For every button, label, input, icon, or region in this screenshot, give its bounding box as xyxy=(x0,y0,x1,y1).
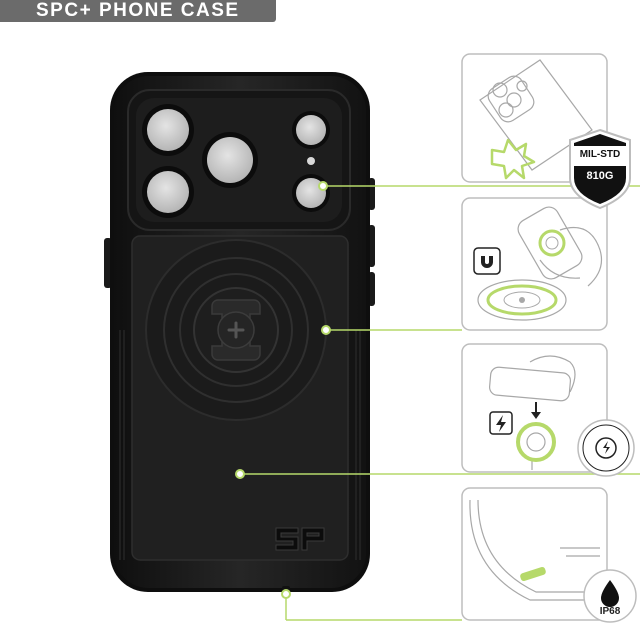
brand-logo xyxy=(275,527,325,551)
page-title: SPC+ PHONE CASE xyxy=(36,0,240,21)
panel-magnetic xyxy=(461,197,608,331)
magnet-icon xyxy=(481,256,493,268)
magsafe-badge xyxy=(577,419,635,477)
panel-magsafe xyxy=(461,343,608,473)
mil-std-sub-label: 810G xyxy=(586,170,614,182)
ip68-badge xyxy=(583,569,637,623)
water-drop-icon xyxy=(601,580,619,607)
shield-icon xyxy=(569,128,631,210)
phone-case xyxy=(110,72,370,594)
panel-waterproof xyxy=(461,487,608,621)
title-bar xyxy=(0,0,276,22)
arrow-down-icon xyxy=(531,412,541,419)
lightning-icon xyxy=(496,415,506,432)
magnetic-mount xyxy=(145,239,327,421)
mil-std-label: MIL-STD xyxy=(579,149,621,160)
ip68-label: IP68 xyxy=(599,606,621,617)
callout-dots xyxy=(235,181,331,599)
impact-burst-icon xyxy=(490,138,536,180)
